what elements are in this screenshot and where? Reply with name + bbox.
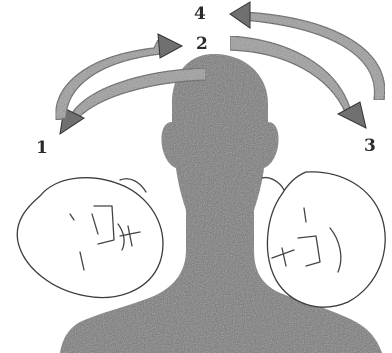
step-label-3: 3 — [364, 138, 376, 155]
step-label-1: 1 — [36, 140, 48, 157]
step-label-2: 2 — [196, 36, 208, 53]
left-ear-cup — [17, 178, 163, 298]
right-ear-cup — [262, 172, 385, 307]
step-label-4: 4 — [194, 6, 206, 23]
